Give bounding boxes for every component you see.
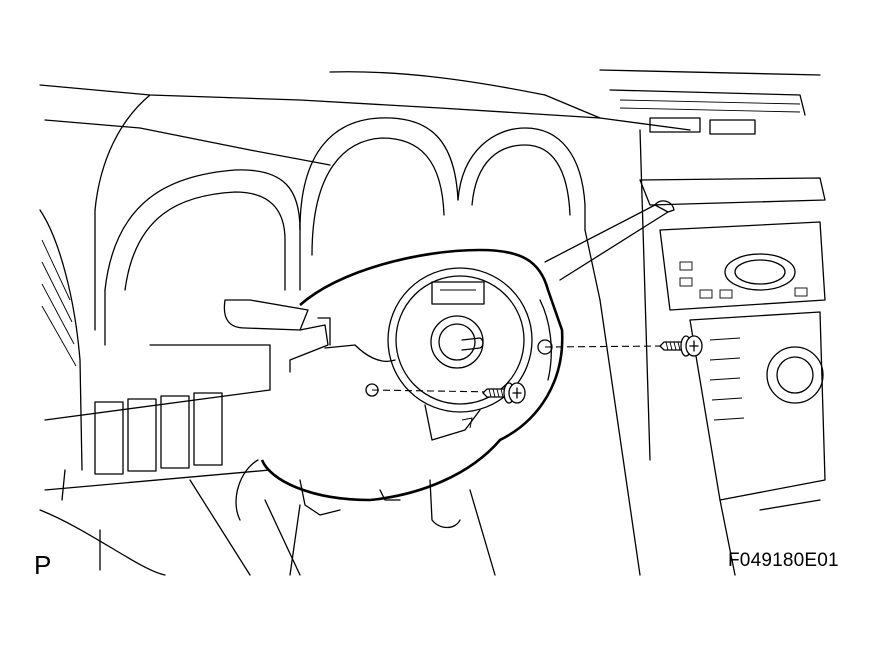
dashboard-outline <box>39 71 691 211</box>
figure-id: F049180E01 <box>728 550 839 571</box>
spiral-cable <box>387 267 533 441</box>
screw-guide-line-upper <box>544 345 666 348</box>
screw-icon <box>659 335 703 357</box>
column-cover <box>260 248 564 529</box>
center-stack <box>599 69 826 576</box>
view-label: P <box>34 550 52 580</box>
screw-icon <box>482 382 526 404</box>
column-lower-body <box>235 459 496 576</box>
instrument-cluster <box>94 117 601 346</box>
left-dash-panel <box>39 209 301 576</box>
combination-switch-lever-right <box>544 200 675 281</box>
combination-switch-lever-left <box>223 299 331 373</box>
screw-guide-line-lower <box>371 389 496 393</box>
